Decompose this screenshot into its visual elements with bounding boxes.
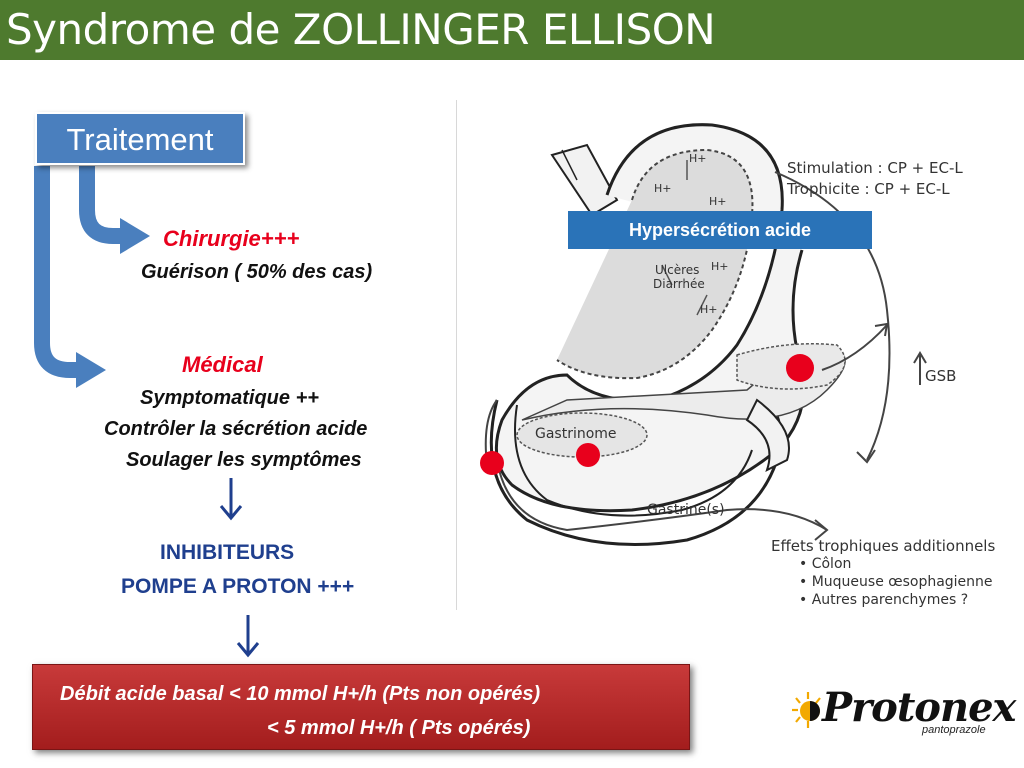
result-line-2: < 5 mmol H+/h ( Pts opérés) xyxy=(267,717,531,739)
protonex-logo: Protonex pantoprazole xyxy=(790,684,1016,744)
result-line-1: Débit acide basal < 10 mmol H+/h (Pts no… xyxy=(60,683,541,705)
effects-item-2: • Muqueuse œsophagienne xyxy=(799,574,993,590)
surgery-label: Chirurgie+++ xyxy=(163,226,300,251)
hypersecretion-label: Hypersécrétion acide xyxy=(628,220,812,240)
surgery-detail: Guérison ( 50% des cas) xyxy=(141,261,373,283)
down-arrow-2 xyxy=(236,615,260,658)
h-plus-label-1: H+ xyxy=(689,152,707,165)
ppi-line-2: POMPE A PROTON +++ xyxy=(121,575,355,598)
arrow-head-surgery xyxy=(120,218,150,254)
effects-title: Effets trophiques additionnels xyxy=(771,537,996,555)
stomach-figure: Stimulation : CP + EC-L Trophicite : CP … xyxy=(456,100,1024,610)
ulcers-label: Ulcères xyxy=(655,263,700,277)
medical-line-3: Soulager les symptômes xyxy=(126,449,362,471)
down-arrow-1 xyxy=(219,478,243,521)
ppi-line-1: INHIBITEURS xyxy=(160,541,295,564)
logo-sub: pantoprazole xyxy=(922,724,986,736)
gastrinome-label: Gastrinome xyxy=(535,426,617,442)
marker-dot-gsb xyxy=(786,354,814,382)
slide-title: Syndrome de ZOLLINGER ELLISON xyxy=(6,5,716,54)
arrow-to-surgery xyxy=(79,166,122,244)
marker-dot-gastrinome xyxy=(576,443,600,467)
trophicite-label: Trophicite : CP + EC-L xyxy=(787,180,950,198)
arrow-to-medical xyxy=(34,166,78,378)
treatment-header-box: Traitement xyxy=(35,112,245,165)
h-plus-label-2: H+ xyxy=(654,182,672,195)
medical-line-1: Symptomatique ++ xyxy=(140,387,319,409)
arrow-head-medical xyxy=(76,352,106,388)
h-plus-label-3: H+ xyxy=(709,195,727,208)
gastrines-label: Gastrine(s) xyxy=(647,502,725,518)
h-plus-label-4: H+ xyxy=(711,260,729,273)
medical-line-2: Contrôler la sécrétion acide xyxy=(104,418,368,440)
hypersecretion-badge: Hypersécrétion acide xyxy=(568,211,872,249)
h-plus-label-5: H+ xyxy=(700,303,718,316)
sun-icon xyxy=(792,692,821,728)
diarrhea-label: Diarrhée xyxy=(653,277,705,291)
effects-item-3: • Autres parenchymes ? xyxy=(799,592,969,608)
gsb-label: GSB xyxy=(925,367,957,385)
title-bar: Syndrome de ZOLLINGER ELLISON xyxy=(0,0,1024,60)
medical-label: Médical xyxy=(182,352,263,377)
effects-item-1: • Côlon xyxy=(799,556,852,572)
treatment-header: Traitement xyxy=(66,122,214,157)
stomach-drawing xyxy=(480,123,927,546)
logo-name: Protonex xyxy=(822,684,1016,731)
stimulation-label: Stimulation : CP + EC-L xyxy=(787,159,963,177)
flow-arrows xyxy=(34,166,260,658)
marker-dot-duodenum xyxy=(480,451,504,475)
result-box: Débit acide basal < 10 mmol H+/h (Pts no… xyxy=(32,664,690,750)
